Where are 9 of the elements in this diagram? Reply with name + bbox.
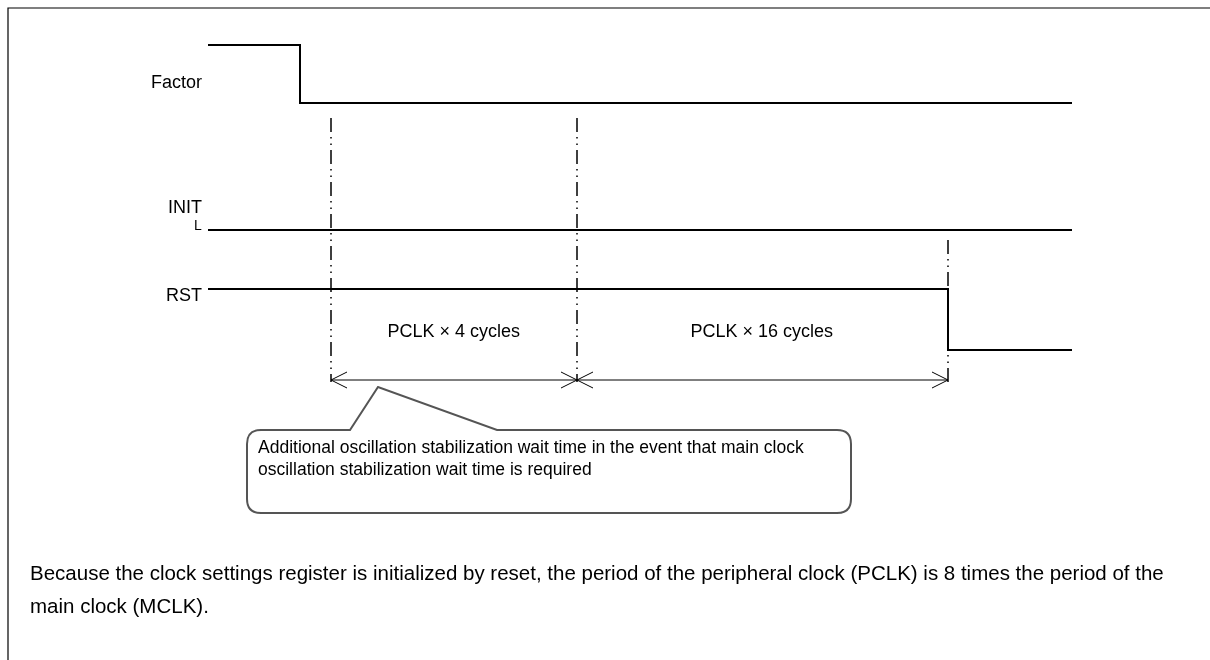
caption: Because the clock settings register is initialized by reset, the period of the peripheral clock (PCLK) is 8 times the period of the main clock (MCLK).: [30, 560, 1165, 619]
signal-level: L: [194, 218, 202, 234]
signal-name: INIT: [168, 198, 202, 218]
callout-bubble: [246, 386, 852, 514]
dimension-label: PCLK × 16 cycles: [690, 322, 834, 342]
signal-name: Factor: [151, 73, 202, 93]
dimension-label: PCLK × 4 cycles: [387, 322, 521, 342]
signal-name: RST: [166, 286, 202, 306]
callout-text: Additional oscillation stabilization wait time in the event that main clock oscillation stabilization wait time is required: [258, 436, 805, 480]
